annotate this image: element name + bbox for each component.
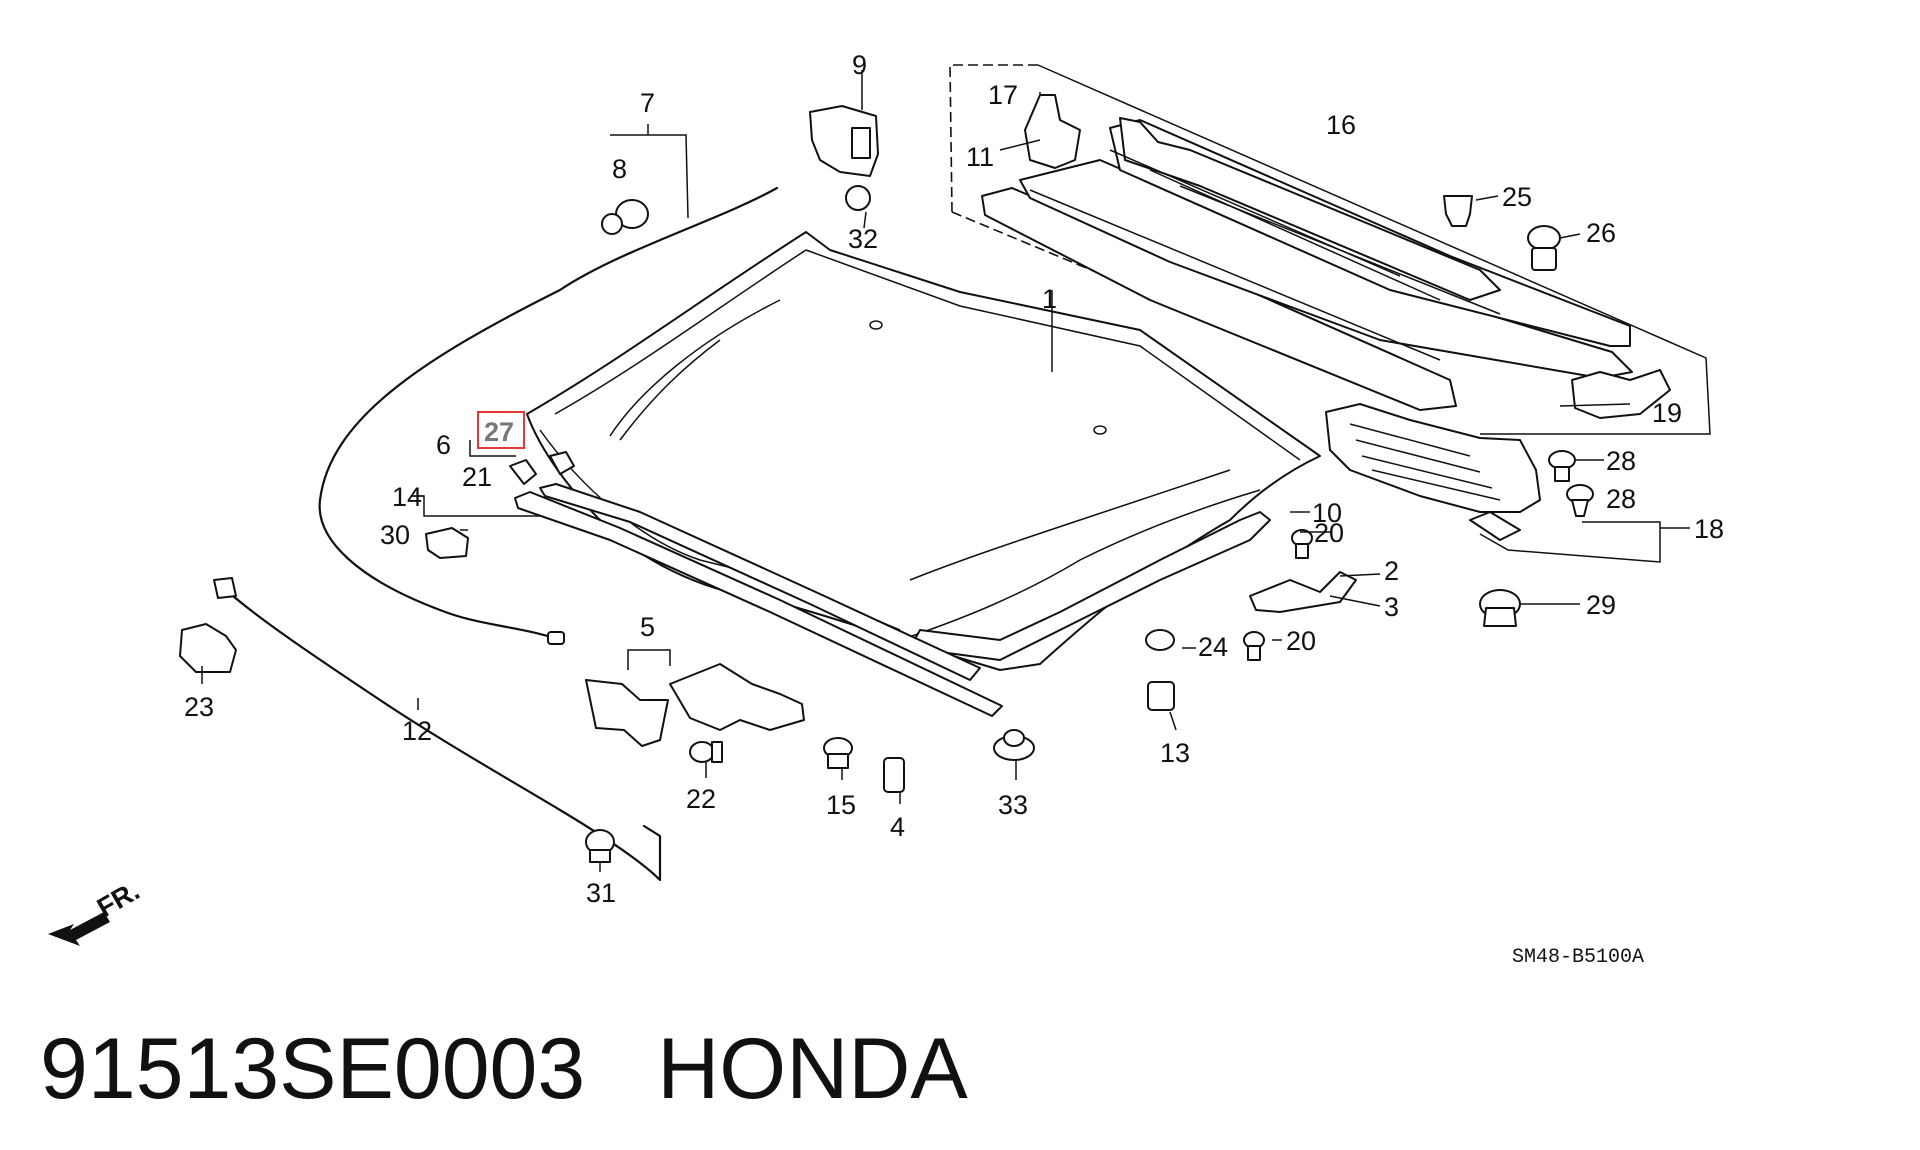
callout: 22 bbox=[686, 784, 716, 814]
callout: 20 bbox=[1286, 626, 1316, 656]
callout: 31 bbox=[586, 878, 616, 908]
fastener-29 bbox=[1479, 589, 1521, 627]
callout: 30 bbox=[380, 520, 410, 550]
callout: 14 bbox=[392, 482, 422, 512]
grommet-8 bbox=[601, 199, 649, 235]
leader-lines bbox=[201, 70, 1631, 872]
clip-13 bbox=[1147, 681, 1175, 711]
callout: 4 bbox=[890, 812, 905, 842]
callout: 9 bbox=[852, 50, 867, 80]
clip-23-top bbox=[213, 577, 237, 599]
callout: 32 bbox=[848, 224, 878, 254]
hood-seal-10 bbox=[909, 511, 1271, 661]
callout: 23 bbox=[184, 692, 214, 722]
callout: 26 bbox=[1586, 218, 1616, 248]
clip-21 bbox=[509, 459, 537, 485]
part-number: 91513SE0003 bbox=[40, 1021, 586, 1117]
clip-25 bbox=[1443, 195, 1473, 227]
holder-23 bbox=[179, 623, 237, 673]
release-cable-7 bbox=[318, 186, 779, 642]
callout: 6 bbox=[436, 430, 451, 460]
front-arrow-icon: FR. bbox=[48, 875, 145, 946]
callout: 5 bbox=[640, 612, 655, 642]
support-rod-12 bbox=[224, 588, 662, 882]
grommet-31 bbox=[585, 829, 615, 863]
callout: 18 bbox=[1694, 514, 1724, 544]
callout: 16 bbox=[1326, 110, 1356, 140]
bracket-17 bbox=[1024, 94, 1081, 169]
callout: 13 bbox=[1160, 738, 1190, 768]
brand-name: HONDA bbox=[657, 1021, 968, 1117]
callout: 24 bbox=[1198, 632, 1228, 662]
callout: 17 bbox=[988, 80, 1018, 110]
latch-5 bbox=[585, 663, 805, 747]
callout: 15 bbox=[826, 790, 856, 820]
bracket-19 bbox=[1571, 369, 1671, 419]
side-bracket-18 bbox=[1325, 403, 1690, 563]
bracket-2-3 bbox=[1249, 571, 1357, 613]
hood-seal-strips bbox=[514, 483, 1003, 717]
callout: 28 bbox=[1606, 484, 1636, 514]
bolt-20-a bbox=[1291, 529, 1313, 559]
highlight-box bbox=[477, 411, 525, 449]
bolt-22 bbox=[689, 741, 723, 763]
clip-33 bbox=[993, 729, 1035, 761]
callout: 8 bbox=[612, 154, 627, 184]
clip-15 bbox=[823, 737, 853, 769]
clip-28-a bbox=[1548, 450, 1576, 482]
callout: 25 bbox=[1502, 182, 1532, 212]
highlighted-callout: 27 bbox=[484, 417, 514, 447]
clip-27 bbox=[549, 451, 575, 475]
clip-24 bbox=[1145, 629, 1175, 651]
callout: 33 bbox=[998, 790, 1028, 820]
clip-28-b bbox=[1566, 484, 1594, 517]
bolt-20-b bbox=[1243, 631, 1265, 661]
callout: 11 bbox=[966, 142, 994, 172]
hinge-9 bbox=[809, 105, 879, 211]
callout: 21 bbox=[462, 462, 492, 492]
callout: 29 bbox=[1586, 590, 1616, 620]
clip-30 bbox=[425, 527, 469, 559]
callout: 1 bbox=[1042, 284, 1057, 314]
callout: 10 bbox=[1312, 498, 1342, 528]
bumper-4 bbox=[883, 757, 905, 793]
callout: 12 bbox=[402, 716, 432, 746]
part-caption: 91513SE0003 HONDA bbox=[40, 1020, 968, 1119]
callout: 20 bbox=[1314, 518, 1344, 548]
clip-26 bbox=[1527, 225, 1561, 271]
callout-labels: 1 2 3 4 5 6 7 8 9 10 11 12 13 14 15 16 1… bbox=[184, 50, 1724, 908]
callout: 3 bbox=[1384, 592, 1399, 622]
callout: 7 bbox=[640, 88, 655, 118]
cable-end bbox=[547, 631, 565, 645]
diagram-code: SM48-B5100A bbox=[1512, 946, 1644, 969]
cowl-top-panel bbox=[981, 117, 1633, 411]
callout: 2 bbox=[1384, 556, 1399, 586]
callout: 19 bbox=[1652, 398, 1682, 428]
callout: 28 bbox=[1606, 446, 1636, 476]
